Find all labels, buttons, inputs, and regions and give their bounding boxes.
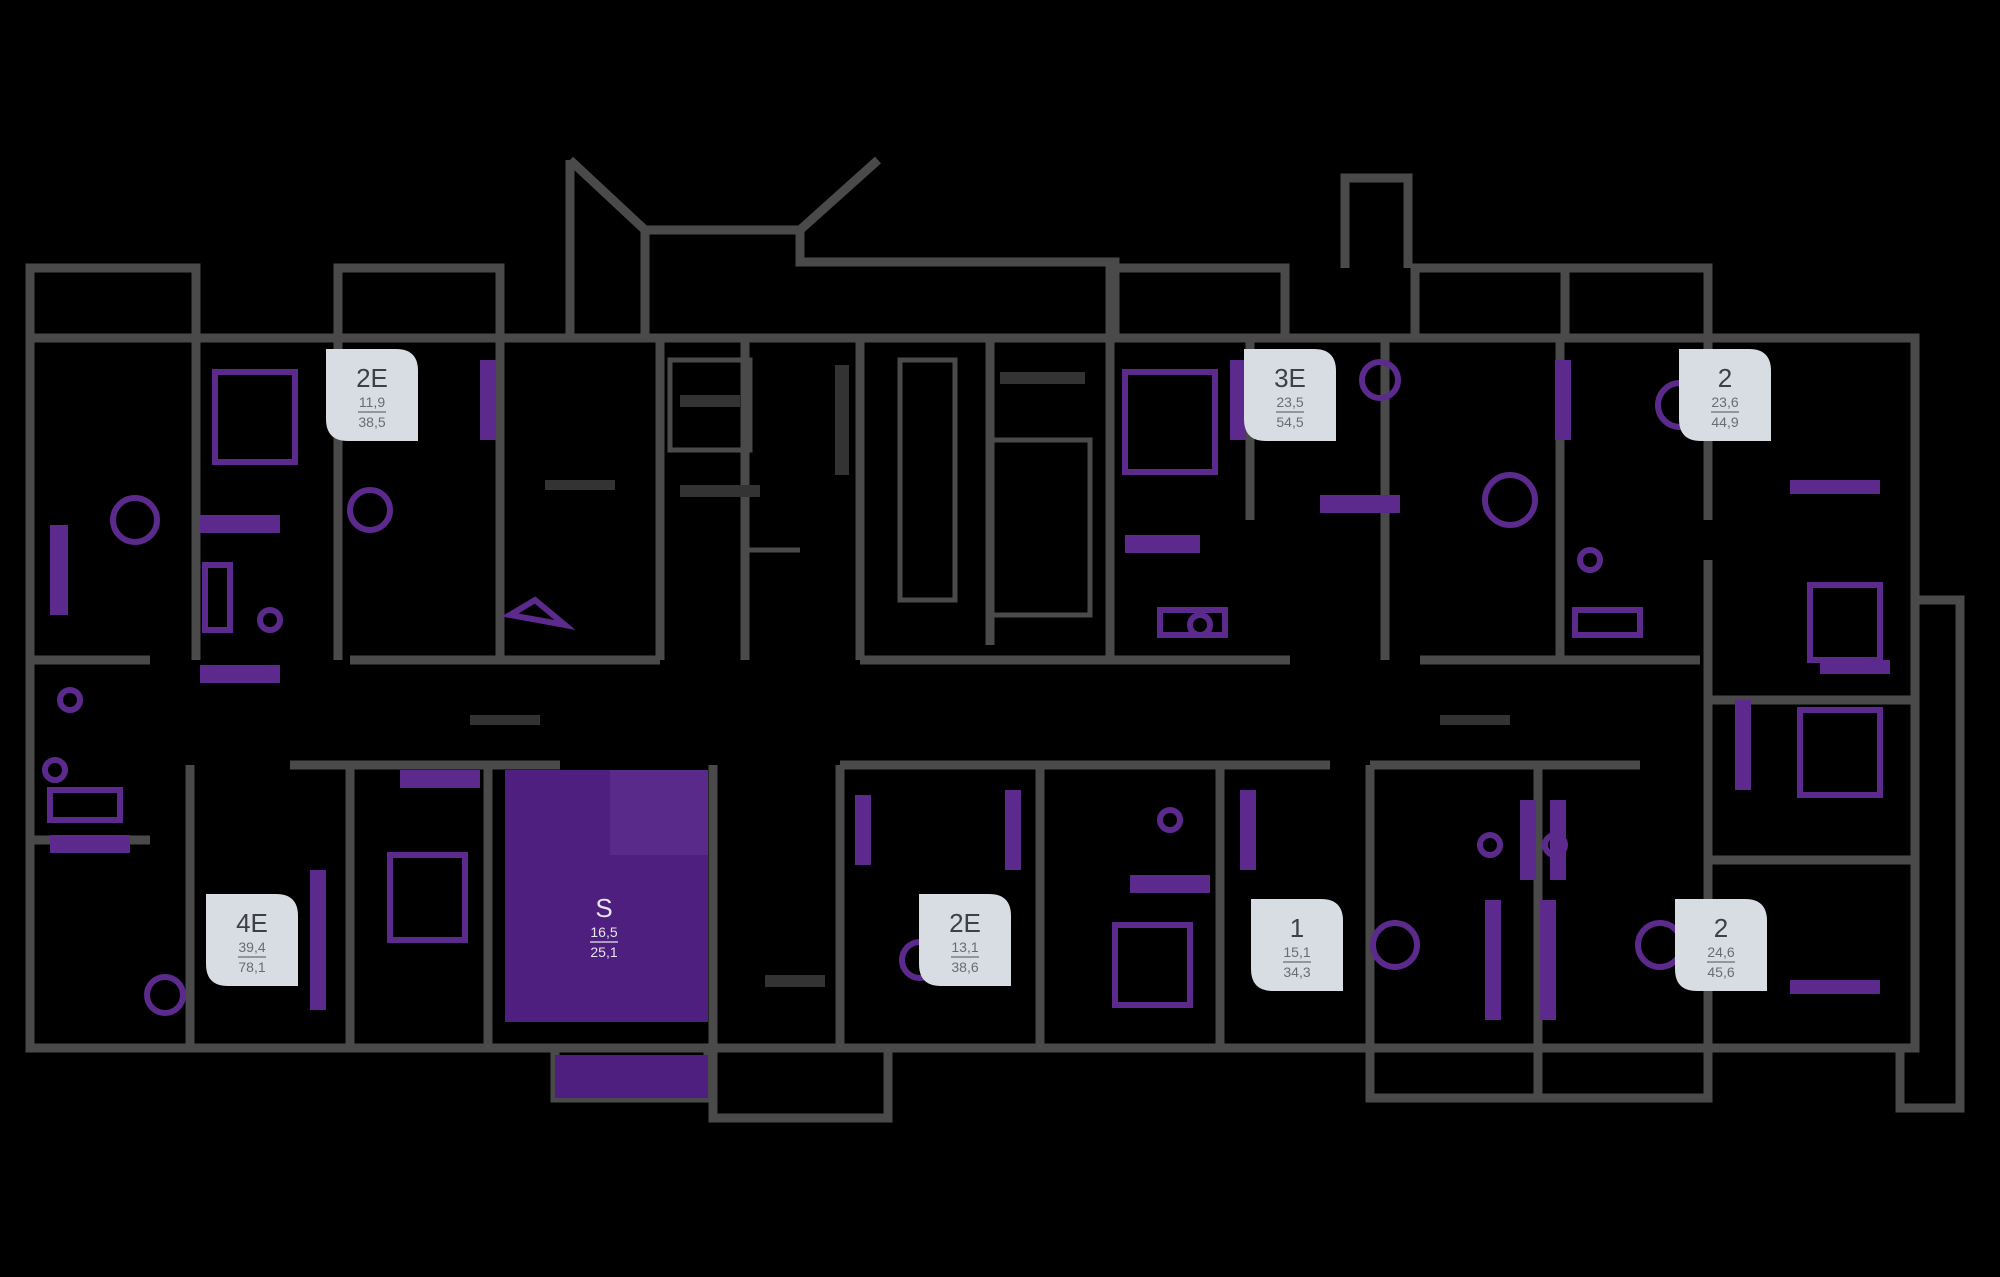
apartment-living-area: 15,1 [1283, 944, 1310, 960]
apartment-total-area: 78,1 [238, 959, 265, 975]
apartment-type: 2 [1718, 363, 1732, 393]
apartment-total-area: 38,6 [951, 959, 978, 975]
apartment-living-area: 24,6 [1707, 944, 1734, 960]
apartment-type: 2E [356, 363, 388, 393]
apartment-badge[interactable] [1251, 899, 1343, 991]
apartment-living-area: 23,5 [1276, 394, 1303, 410]
apartment-total-area: 25,1 [590, 944, 617, 960]
apartment-type: 1 [1290, 913, 1304, 943]
apartment-badge[interactable] [1244, 349, 1336, 441]
selected-unit-fill [505, 770, 708, 1098]
room-marks [470, 365, 1510, 987]
apartment-total-area: 45,6 [1707, 964, 1734, 980]
apartment-type: 2 [1714, 913, 1728, 943]
apartment-label-apt-1[interactable]: 115,1 34,3 [1251, 899, 1343, 991]
furniture [42, 359, 1890, 1020]
apartment-living-area: 13,1 [951, 939, 978, 955]
apartment-type: 2E [949, 908, 981, 938]
apartment-type: S [595, 893, 612, 923]
interior-walls [30, 338, 1915, 1048]
apartment-total-area: 34,3 [1283, 964, 1310, 980]
apartment-total-area: 54,5 [1276, 414, 1303, 430]
apartment-living-area: 16,5 [590, 924, 617, 940]
apartment-badge[interactable] [1679, 349, 1771, 441]
apartment-total-area: 44,9 [1711, 414, 1738, 430]
apartment-badge[interactable] [206, 894, 298, 986]
apartment-badge[interactable] [919, 894, 1011, 986]
apartment-living-area: 39,4 [238, 939, 265, 955]
apartment-label-apt-2-bottom[interactable]: 224,6 45,6 [1675, 899, 1767, 991]
apartment-type: 4E [236, 908, 268, 938]
apartment-badge[interactable] [1675, 899, 1767, 991]
apartment-labels: 2E11,938,53E23,554,5223,644,94E39,478,1S… [206, 349, 1771, 991]
apartment-total-area: 38,5 [358, 414, 385, 430]
apartment-badge[interactable] [326, 349, 418, 441]
apartment-living-area: 11,9 [359, 394, 385, 410]
apartment-label-apt-2-top[interactable]: 223,6 44,9 [1679, 349, 1771, 441]
apartment-label-apt-s[interactable]: S16,5 25,1 [590, 893, 618, 960]
apartment-type: 3E [1274, 363, 1306, 393]
apartment-living-area: 23,6 [1711, 394, 1738, 410]
